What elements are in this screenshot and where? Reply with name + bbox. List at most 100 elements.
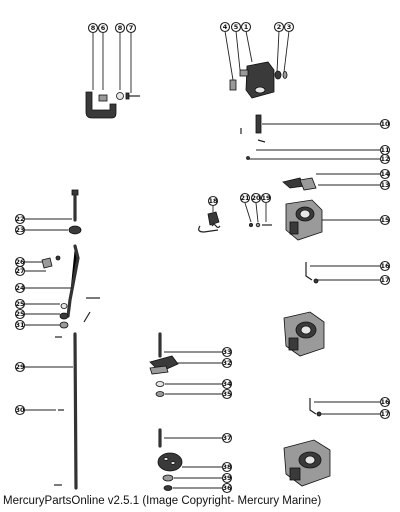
svg-text:2: 2 bbox=[277, 23, 282, 31]
callout-2: 2 bbox=[273, 21, 285, 33]
callout-26: 26 bbox=[14, 256, 26, 268]
lock-washer bbox=[116, 92, 124, 100]
callout-27: 27 bbox=[14, 265, 26, 277]
svg-text:13: 13 bbox=[380, 181, 389, 189]
carburetor-housing-lower bbox=[283, 439, 331, 487]
svg-text:26: 26 bbox=[15, 258, 25, 266]
svg-text:25: 25 bbox=[15, 310, 25, 318]
svg-text:6: 6 bbox=[101, 24, 106, 32]
svg-text:27: 27 bbox=[15, 267, 24, 275]
svg-text:3: 3 bbox=[287, 23, 292, 31]
svg-text:34: 34 bbox=[222, 380, 232, 388]
fitting-group: 10 11 12 bbox=[240, 114, 391, 165]
svg-text:18: 18 bbox=[208, 197, 218, 205]
callout-37: 37 bbox=[221, 432, 233, 444]
svg-text:4: 4 bbox=[223, 23, 228, 31]
svg-text:29: 29 bbox=[15, 363, 25, 371]
callout-18: 18 bbox=[207, 195, 219, 207]
callout-33: 33 bbox=[221, 346, 233, 358]
svg-text:23: 23 bbox=[15, 226, 24, 234]
svg-text:16: 16 bbox=[380, 398, 390, 406]
callout-12: 12 bbox=[379, 153, 391, 165]
callout-34: 34 bbox=[221, 378, 233, 390]
filter-group: 37 38 39 36 bbox=[157, 428, 233, 494]
callout-19: 19 bbox=[260, 192, 272, 204]
svg-text:20: 20 bbox=[251, 194, 261, 202]
svg-text:14: 14 bbox=[380, 170, 390, 178]
linkage-group: 14 13 bbox=[282, 168, 391, 191]
callout-39: 39 bbox=[221, 472, 233, 484]
svg-text:39: 39 bbox=[222, 474, 232, 482]
svg-text:21: 21 bbox=[240, 194, 250, 202]
callout-14: 14 bbox=[379, 168, 391, 180]
filter-screen bbox=[157, 452, 183, 472]
svg-text:24: 24 bbox=[15, 284, 25, 292]
svg-text:8: 8 bbox=[118, 24, 123, 32]
svg-text:19: 19 bbox=[261, 194, 271, 202]
callout-5: 5 bbox=[230, 21, 242, 33]
callout-7: 7 bbox=[125, 22, 137, 34]
block-assembly: 4 5 1 2 3 bbox=[219, 21, 295, 99]
mounting-block bbox=[245, 61, 275, 99]
callout-25: 25 bbox=[14, 298, 26, 310]
plunger bbox=[255, 114, 262, 134]
callout-35: 35 bbox=[221, 388, 233, 400]
svg-text:12: 12 bbox=[380, 155, 389, 163]
copyright-caption: MercuryPartsOnline v2.5.1 (Image Copyrig… bbox=[3, 495, 322, 507]
callout-10: 10 bbox=[379, 118, 391, 130]
callout-13: 13 bbox=[379, 179, 391, 191]
svg-text:17: 17 bbox=[380, 276, 389, 284]
callout-32: 32 bbox=[221, 357, 233, 369]
callout-11: 11 bbox=[379, 144, 391, 156]
callout-30: 30 bbox=[14, 404, 26, 416]
spring-group: 18 21 20 19 bbox=[198, 192, 272, 233]
callout-31: 31 bbox=[14, 319, 26, 331]
callout-22: 22 bbox=[14, 213, 26, 225]
link-rod-lower: 16 17 bbox=[309, 396, 391, 420]
svg-text:22: 22 bbox=[15, 215, 24, 223]
callout-38: 38 bbox=[221, 461, 233, 473]
callout-15: 15 bbox=[379, 214, 391, 226]
callout-17-upper: 17 bbox=[379, 274, 391, 286]
svg-text:1: 1 bbox=[244, 23, 249, 31]
callout-3: 3 bbox=[283, 21, 295, 33]
callout-8b: 8 bbox=[114, 22, 126, 34]
callout-17-lower: 17 bbox=[379, 408, 391, 420]
callout-21: 21 bbox=[239, 192, 251, 204]
svg-text:10: 10 bbox=[380, 120, 390, 128]
washer bbox=[98, 94, 108, 102]
svg-text:31: 31 bbox=[15, 321, 25, 329]
svg-text:5: 5 bbox=[234, 23, 239, 31]
svg-text:16: 16 bbox=[380, 262, 390, 270]
svg-text:8: 8 bbox=[91, 24, 96, 32]
callout-1: 1 bbox=[240, 21, 252, 33]
callout-8: 8 bbox=[87, 22, 99, 34]
svg-text:32: 32 bbox=[222, 359, 231, 367]
callout-24: 24 bbox=[14, 282, 26, 294]
svg-text:36: 36 bbox=[222, 484, 232, 492]
mounting-bracket bbox=[85, 91, 117, 119]
carburetor-housing-middle bbox=[283, 311, 325, 357]
svg-text:7: 7 bbox=[129, 24, 134, 32]
svg-text:11: 11 bbox=[380, 146, 390, 154]
callout-4: 4 bbox=[219, 21, 231, 33]
callout-23: 23 bbox=[14, 224, 26, 236]
svg-text:25: 25 bbox=[15, 300, 25, 308]
link-rod-upper: 16 17 bbox=[305, 260, 391, 286]
svg-text:38: 38 bbox=[222, 463, 232, 471]
callout-6: 6 bbox=[97, 22, 109, 34]
svg-text:17: 17 bbox=[380, 410, 389, 418]
callout-29: 29 bbox=[14, 361, 26, 373]
svg-text:35: 35 bbox=[222, 390, 232, 398]
carburetor-housing-upper: 15 bbox=[285, 199, 391, 241]
callout-20: 20 bbox=[250, 192, 262, 204]
callout-16-lower: 16 bbox=[379, 396, 391, 408]
callout-16-upper: 16 bbox=[379, 260, 391, 272]
rod-assembly: 22 23 24 26 27 bbox=[14, 189, 100, 490]
svg-text:30: 30 bbox=[15, 406, 25, 414]
svg-text:15: 15 bbox=[380, 216, 390, 224]
lever-group: 33 32 34 35 bbox=[149, 332, 233, 400]
bracket-assembly: 8 6 8 7 bbox=[85, 22, 140, 119]
callout-36: 36 bbox=[221, 482, 233, 494]
